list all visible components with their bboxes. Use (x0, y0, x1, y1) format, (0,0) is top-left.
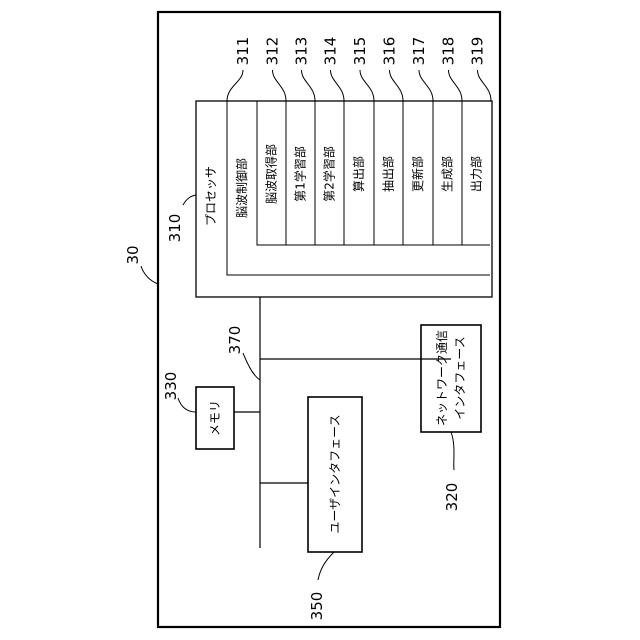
processor-ref-leader (183, 195, 196, 205)
unit-label-319: 出力部 (469, 156, 484, 192)
bus-lines (234, 297, 451, 548)
unit-leader-315 (360, 70, 374, 101)
network-interface-label-line1: ネットワーク通信 (435, 330, 449, 426)
memory-ref-leader (178, 398, 196, 412)
unit-leader-317 (419, 70, 433, 101)
unit-ref-311: 311 (234, 37, 252, 66)
bus-ref-label: 370 (226, 326, 244, 355)
memory-label: メモリ (208, 400, 222, 436)
user-interface-ref-leader (318, 552, 334, 580)
unit-label-317: 更新部 (410, 156, 425, 192)
user-interface-ref-label: 350 (308, 592, 326, 621)
bus-ref-leader (243, 353, 260, 380)
unit-ref-315: 315 (351, 37, 369, 66)
unit-label-314: 第2学習部 (322, 146, 337, 202)
memory-ref-label: 330 (162, 372, 180, 401)
unit-label-316: 抽出部 (381, 156, 396, 192)
network-interface-label-line2: インタフェース (453, 336, 467, 419)
processor-ref-label: 310 (166, 214, 184, 243)
device-ref-label: 30 (124, 245, 142, 264)
unit-leader-319 (478, 70, 492, 101)
unit-ref-312: 312 (264, 37, 282, 66)
unit-label-311: 脳波制御部 (234, 158, 249, 218)
unit-ref-318: 318 (440, 37, 458, 66)
processor-units: 脳波制御部 311 脳波取得部 312 第1学習部 313 第2学習部 314 算出部 315 抽出… (227, 37, 491, 245)
unit-leader-313 (302, 70, 316, 101)
unit-leader-311 (227, 70, 243, 101)
unit-label-312: 脳波取得部 (264, 144, 279, 204)
device-ref-leader (141, 266, 158, 284)
unit-leader-312 (273, 70, 287, 101)
unit-ref-319: 319 (469, 37, 487, 66)
unit-ref-314: 314 (322, 37, 340, 66)
user-interface-label: ユーザインタフェース (328, 414, 342, 533)
unit-ref-313: 313 (293, 37, 311, 66)
device-box (158, 12, 500, 627)
unit-label-318: 生成部 (440, 156, 455, 192)
network-interface-ref-label: 320 (443, 483, 461, 512)
unit-label-313: 第1学習部 (293, 146, 308, 202)
unit-leader-318 (449, 70, 463, 101)
unit-leader-314 (331, 70, 345, 101)
unit-ref-317: 317 (410, 37, 428, 66)
processor-label: プロセッサ (204, 166, 218, 226)
unit-label-315: 算出部 (351, 156, 366, 192)
unit-leader-316 (390, 70, 404, 101)
network-interface-box (421, 325, 481, 432)
unit-ref-316: 316 (381, 37, 399, 66)
network-interface-ref-leader (451, 432, 454, 470)
